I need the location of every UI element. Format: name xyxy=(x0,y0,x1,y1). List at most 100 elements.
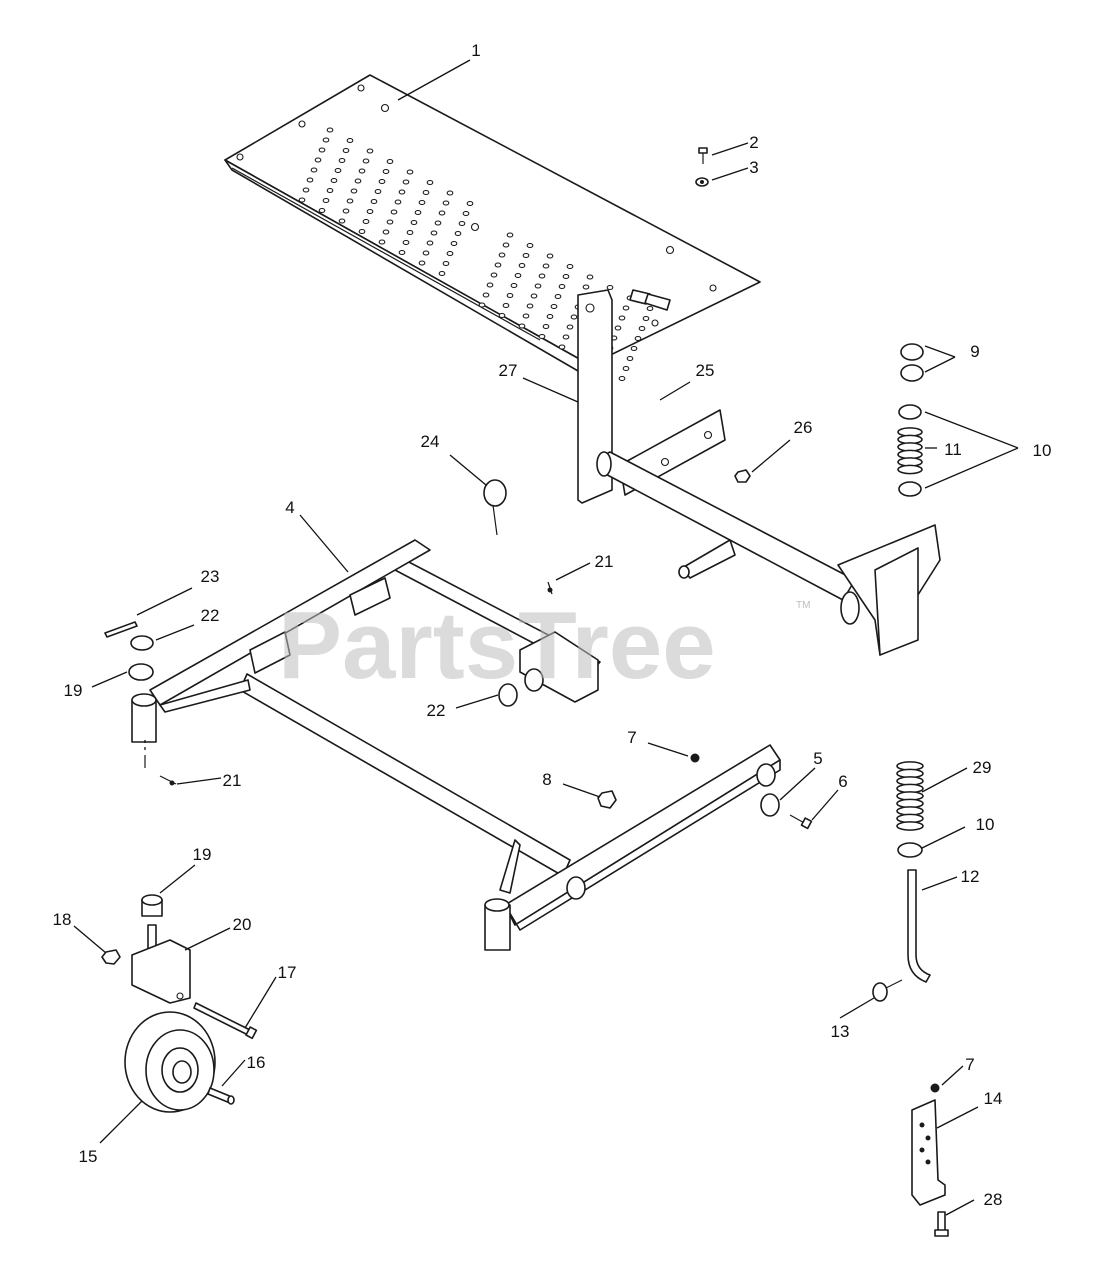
perforation-hole xyxy=(558,344,566,350)
spring-coil xyxy=(897,464,923,475)
callout-11: 11 xyxy=(944,440,962,459)
perforation-hole xyxy=(642,315,650,322)
callout-14: 14 xyxy=(984,1089,1003,1108)
callout-labels: 1 2 3 4 5 6 7 7 8 9 10 10 11 12 13 14 15… xyxy=(53,41,1052,1209)
perforation-hole xyxy=(390,209,398,215)
perforation-hole xyxy=(462,210,470,217)
perforation-hole xyxy=(526,242,534,249)
perforation-hole xyxy=(562,273,570,280)
perforation-hole xyxy=(402,179,410,185)
bushing-19-left xyxy=(128,663,154,681)
axle-bolt-17 xyxy=(193,1002,258,1040)
perforation-hole xyxy=(430,230,438,236)
perforation-hole xyxy=(322,137,330,143)
screw xyxy=(698,147,708,164)
callout-25: 25 xyxy=(696,361,715,380)
perforation-hole xyxy=(534,283,542,289)
perforation-hole xyxy=(334,167,342,174)
perforation-hole xyxy=(354,178,362,184)
nuts-9 xyxy=(900,343,924,382)
floor-plate xyxy=(224,74,761,382)
perforation-hole xyxy=(478,302,486,308)
cotter-pin-23 xyxy=(104,621,138,638)
perforation-hole xyxy=(350,188,358,194)
perforation-hole xyxy=(646,305,654,312)
caster-yoke-20 xyxy=(131,924,191,1004)
perforation-hole xyxy=(450,240,458,247)
perforation-hole xyxy=(522,313,530,319)
lock-nut-26 xyxy=(734,469,751,483)
perforation-hole xyxy=(410,219,418,226)
perforation-hole xyxy=(510,282,518,289)
perforation-hole xyxy=(514,272,522,279)
callout-21-center: 21 xyxy=(595,552,614,571)
caster-wheel-15 xyxy=(124,1011,216,1113)
perforation-hole xyxy=(606,284,614,291)
perforation-hole xyxy=(506,232,514,238)
spring-11 xyxy=(897,427,923,475)
callout-2: 2 xyxy=(749,133,758,152)
perforation-hole xyxy=(626,355,634,362)
perforation-hole xyxy=(438,210,446,216)
spacer-tube-16 xyxy=(207,1087,235,1105)
perforation-hole xyxy=(546,253,554,259)
bolt-28 xyxy=(934,1211,949,1237)
perforation-hole xyxy=(614,325,622,331)
perforation-hole xyxy=(542,263,550,269)
perforation-hole xyxy=(506,292,514,299)
perforation-hole xyxy=(490,272,498,278)
perforation-hole xyxy=(502,302,510,309)
perforation-hole xyxy=(566,324,574,330)
perforation-hole xyxy=(310,167,318,173)
perforation-hole xyxy=(338,218,346,224)
washer-10-lower xyxy=(897,842,923,858)
spring-29 xyxy=(896,761,924,831)
perforation-hole xyxy=(342,208,350,214)
perforation-hole xyxy=(518,323,526,329)
perforation-hole xyxy=(554,293,562,300)
callout-17: 17 xyxy=(278,963,297,982)
perforation-hole xyxy=(418,199,426,206)
perforation-hole xyxy=(370,198,378,205)
pin-21-left xyxy=(144,755,177,786)
perforation-hole xyxy=(502,242,510,248)
perforation-hole xyxy=(546,313,554,320)
callout-13: 13 xyxy=(831,1022,850,1041)
perforation-hole xyxy=(386,219,394,225)
callout-12: 12 xyxy=(961,867,980,886)
perforation-hole xyxy=(622,305,630,311)
perforation-hole xyxy=(414,209,422,216)
perforation-hole xyxy=(522,252,530,259)
callout-5: 5 xyxy=(813,749,822,768)
perforation-hole xyxy=(406,169,414,175)
perforation-hole xyxy=(486,282,494,288)
callout-3: 3 xyxy=(749,158,758,177)
callout-24: 24 xyxy=(421,432,440,451)
main-frame xyxy=(131,539,781,951)
perforation-hole xyxy=(426,240,434,246)
perforation-hole xyxy=(566,263,574,270)
pin-21-center xyxy=(547,581,553,595)
perforation-hole xyxy=(570,314,578,320)
callout-7-bracket: 7 xyxy=(965,1055,974,1074)
perforation-hole xyxy=(562,334,570,340)
perforation-hole xyxy=(318,207,326,214)
perforation-hole xyxy=(342,147,350,154)
perforation-pattern-left xyxy=(298,127,474,277)
perforation-hole xyxy=(298,197,306,203)
watermark-trademark: TM xyxy=(796,600,810,611)
perforation-hole xyxy=(618,375,626,382)
perforation-hole xyxy=(550,303,558,310)
washer-10-top xyxy=(898,404,922,420)
washer-small xyxy=(695,177,709,187)
perforation-hole xyxy=(358,228,366,235)
clevis-pin-13 xyxy=(872,979,903,1002)
perforation-hole xyxy=(582,284,590,290)
perforation-hole xyxy=(442,200,450,206)
perforation-hole xyxy=(314,157,322,163)
spacer-bushing xyxy=(760,793,780,817)
perforation-hole xyxy=(362,158,370,164)
callout-23: 23 xyxy=(201,567,220,586)
perforation-hole xyxy=(630,345,638,352)
